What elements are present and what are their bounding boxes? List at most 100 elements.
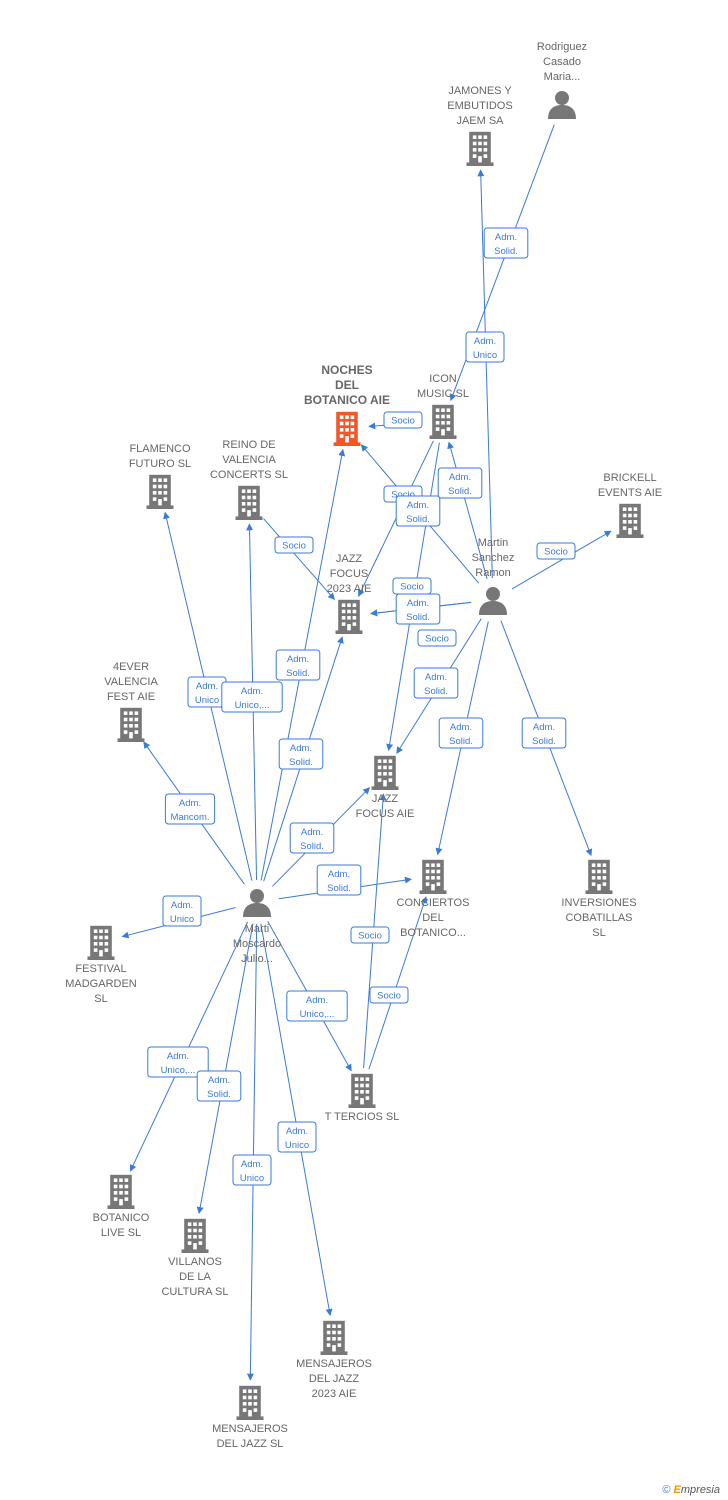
edge-label-text: Adm.	[241, 1159, 263, 1170]
edge-label-box	[277, 1121, 317, 1153]
edge-label-text: Solid.	[327, 883, 351, 894]
person-icon	[243, 889, 271, 917]
company-node-botanicolive[interactable]: BOTANICO LIVE SL	[93, 1174, 150, 1239]
edge-label[interactable]: Adm.Solid.	[413, 667, 459, 699]
edge-label-text: Adm.	[495, 232, 517, 243]
edge-marti-villanos	[196, 923, 254, 1215]
node-label: 2023 AIE	[312, 1388, 357, 1400]
empresia-logo: Empresia	[673, 1484, 720, 1496]
edge-label[interactable]: Adm.Solid.	[278, 738, 324, 770]
edge-label-text: Socio	[425, 634, 449, 645]
node-label: Julio...	[241, 953, 273, 965]
person-node-rodriguez[interactable]: RodriguezCasadoMaria...	[537, 41, 587, 119]
node-label: INVERSIONES	[561, 897, 636, 909]
edge-label[interactable]: Socio	[350, 926, 390, 944]
node-label: Maria...	[544, 71, 581, 83]
edge-label-text: Adm.	[533, 722, 555, 733]
node-label: DEL	[422, 912, 443, 924]
edge-label[interactable]: Adm.Solid.	[289, 822, 335, 854]
edge-label[interactable]: Adm.Unico,...	[286, 990, 348, 1022]
edge-label-box	[221, 681, 283, 713]
edge-label-text: Socio	[282, 541, 306, 552]
edge-label[interactable]: Socio	[369, 986, 409, 1004]
company-node-ttercios[interactable]: T TERCIOS SL	[325, 1073, 400, 1123]
edge-label[interactable]: Adm.Solid.	[395, 593, 441, 625]
edge-label-text: Mancom.	[170, 812, 209, 823]
company-node-conciertos[interactable]: CONCIERTOSDELBOTANICO...	[397, 859, 470, 939]
edge-label-text: Solid.	[449, 736, 473, 747]
edge-label-text: Unico	[240, 1173, 264, 1184]
edge-label-text: Socio	[391, 416, 415, 427]
edge-label[interactable]: Adm.Unico	[465, 331, 505, 363]
edge-label[interactable]: Adm.Unico,...	[221, 681, 283, 713]
edge-label[interactable]: Adm.Unico	[187, 676, 227, 708]
edge-label[interactable]: Adm.Unico	[162, 895, 202, 927]
edge-label-text: Adm.	[208, 1075, 230, 1086]
edge-label[interactable]: Adm.Solid.	[275, 649, 321, 681]
node-label: LIVE SL	[101, 1227, 141, 1239]
edge-label-text: Solid.	[406, 612, 430, 623]
edge-label[interactable]: Adm.Mancom.	[164, 793, 216, 825]
edge-label-text: Socio	[377, 991, 401, 1002]
edge-label[interactable]: Socio	[274, 536, 314, 554]
node-label: FESTIVAL	[75, 963, 126, 975]
node-label: BOTANICO	[93, 1212, 150, 1224]
footer-brand[interactable]: © Empresia	[662, 1484, 720, 1496]
edge-label[interactable]: Adm.Solid.	[395, 495, 441, 527]
building-icon	[87, 925, 115, 960]
building-icon	[585, 859, 613, 894]
edge-label[interactable]: Adm. Unico	[232, 1154, 272, 1186]
edge-label-text: Adm.	[286, 1126, 308, 1137]
person-node-marti[interactable]: MartiMoscardoJulio...	[233, 889, 281, 965]
company-node-mensajeros2023[interactable]: MENSAJEROS DEL JAZZ 2023 AIE	[296, 1320, 372, 1400]
edge-label[interactable]: Adm.Unico	[277, 1121, 317, 1153]
edge-label[interactable]: Socio	[383, 411, 423, 429]
edge-label[interactable]: Adm. Solid.	[483, 227, 529, 259]
node-label: MENSAJEROS	[296, 1358, 372, 1370]
node-label: DE LA	[179, 1271, 211, 1283]
edge-label-text: Unico	[170, 914, 194, 925]
edge-label-box	[196, 1070, 242, 1102]
edge-label-box	[286, 990, 348, 1022]
edge-label[interactable]: Socio	[536, 542, 576, 560]
building-icon	[371, 755, 399, 790]
edge-label[interactable]: Adm.Solid.	[437, 467, 483, 499]
edge-label-text: Unico,...	[161, 1065, 196, 1076]
edge-label-box	[369, 986, 409, 1004]
node-label: CONCIERTOS	[397, 897, 470, 909]
edge-label-text: Unico	[195, 695, 219, 706]
edge-label-text: Adm.	[290, 743, 312, 754]
edge-label[interactable]: Adm.Unico,...	[147, 1046, 209, 1078]
node-label: JAMONES Y	[448, 85, 512, 97]
edge-label[interactable]: Socio	[392, 577, 432, 595]
node-label: DEL JAZZ	[309, 1373, 360, 1385]
node-label: VILLANOS	[168, 1256, 222, 1268]
edge-label-text: Solid.	[494, 246, 518, 257]
edge-label[interactable]: Adm.Solid.	[196, 1070, 242, 1102]
edge-label-box	[395, 495, 441, 527]
node-label: Sanchez	[472, 552, 515, 564]
node-label: VALENCIA	[222, 454, 276, 466]
edge-label-text: Adm.	[474, 336, 496, 347]
edge-label[interactable]: Adm.Solid.	[316, 864, 362, 896]
edge-label-text: Unico,...	[235, 700, 270, 711]
edge-label[interactable]: Socio	[417, 629, 457, 647]
edge-label[interactable]: Adm.Solid.	[521, 717, 567, 749]
edge-label[interactable]: Adm.Solid.	[438, 717, 484, 749]
edge-label-box	[278, 738, 324, 770]
edge-reino-jazzfocus2023	[263, 518, 335, 600]
